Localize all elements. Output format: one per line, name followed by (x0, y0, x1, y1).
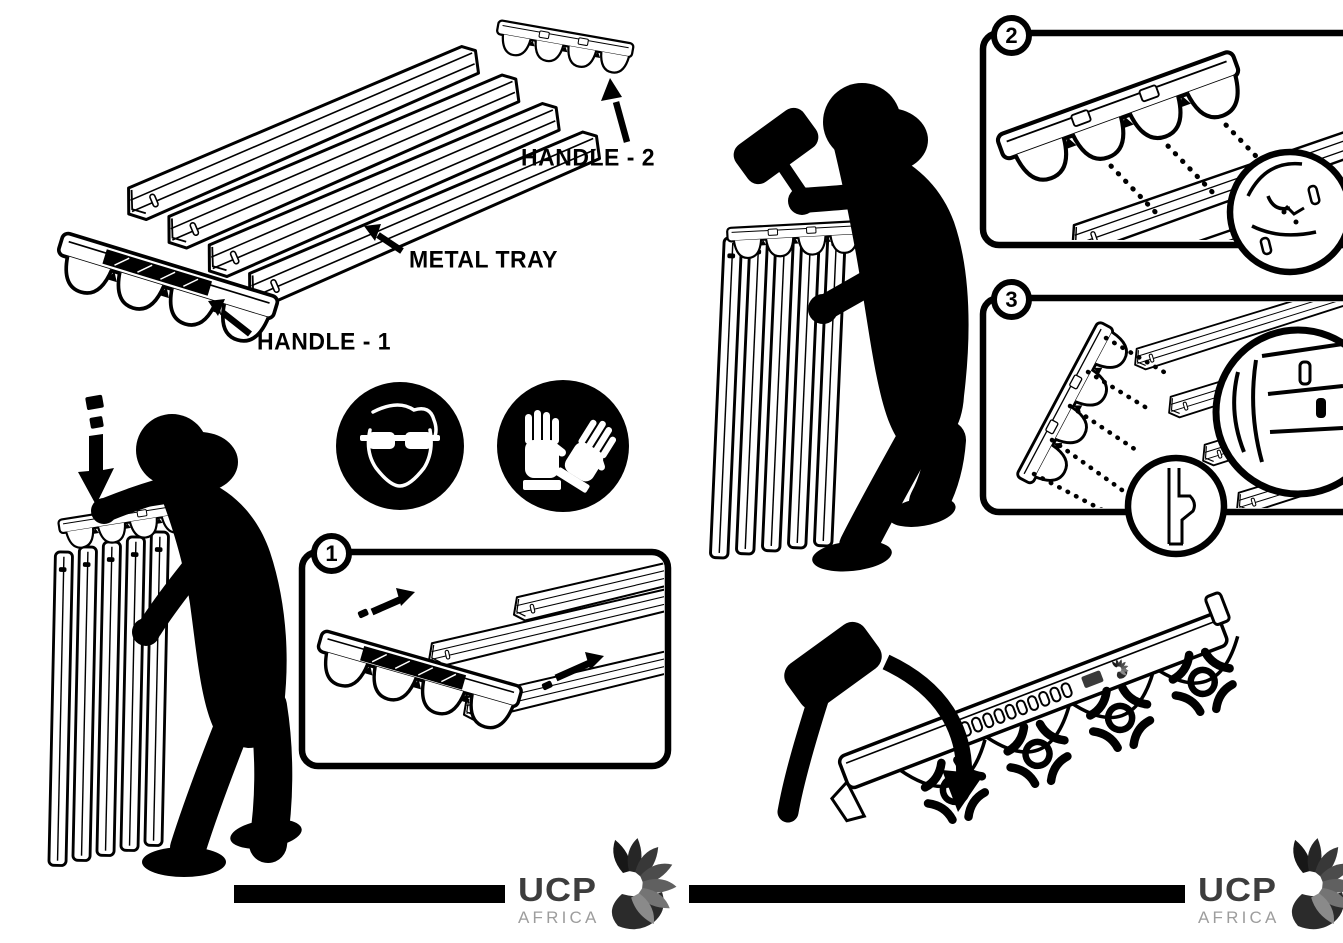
eye-protection-icon (336, 382, 464, 510)
vertical-tray-bundle-right (708, 224, 848, 560)
step-3-figure (979, 294, 1343, 558)
handle-1-label: HANDLE - 1 (257, 327, 392, 355)
step-2-badge: 2 (991, 15, 1032, 56)
protective-gloves-icon (497, 380, 629, 512)
step-1-number: 1 (325, 540, 338, 566)
step-2-number: 2 (1005, 22, 1018, 48)
step-1-figure (298, 548, 672, 770)
exploded-parts-view (46, 18, 635, 350)
handle-2-label: HANDLE - 2 (521, 143, 656, 171)
scene-hammer-clips (777, 591, 1263, 861)
step-3-number: 3 (1005, 286, 1018, 312)
vertical-tray-bundle-left (47, 530, 170, 868)
step-3-badge: 3 (991, 279, 1032, 320)
ucp-logo-text: UCP (518, 870, 598, 909)
magnifier-profile-circle (1124, 454, 1228, 558)
handle-2-part (492, 18, 635, 77)
footer-bar-right (689, 885, 1185, 903)
ucp-africa-logo-right: UCP AFRICA (1198, 872, 1280, 926)
ucp-logo-subtext: AFRICA (518, 908, 600, 927)
ucp-logo-subtext: AFRICA (1198, 908, 1280, 927)
worker-hammering-silhouette (788, 83, 969, 572)
scene-place-handle (47, 394, 302, 877)
rubber-mallet-icon-large (777, 621, 882, 823)
curved-hammer-arrow (882, 654, 984, 812)
worker-placing-silhouette (91, 414, 302, 877)
step-1-badge: 1 (311, 533, 352, 574)
ucp-logo-text: UCP (1198, 870, 1278, 909)
magnifier-detail-circle-step2 (1226, 148, 1343, 276)
footer-rule-bars (234, 885, 1185, 903)
ucp-africa-logo-mid: UCP AFRICA (518, 872, 600, 926)
slide-direction-arrows (357, 588, 604, 691)
step-1-frame (298, 548, 672, 770)
handle-vent-holes (948, 682, 1073, 742)
handle-1-part (46, 230, 281, 350)
safety-icons (336, 380, 629, 512)
rubber-mallet-icon (733, 107, 819, 207)
step-2-figure (979, 29, 1343, 276)
scene-hammer-handle (708, 83, 969, 572)
label-arrows (208, 78, 631, 337)
step-2-frame (979, 29, 1343, 249)
metal-tray-label: METAL TRAY (409, 245, 558, 273)
down-arrow-icon (78, 394, 114, 505)
footer-bar-left (234, 885, 505, 903)
magnifier-detail-circle-step3 (1212, 326, 1343, 498)
ucp-swirl-logo-right (1291, 836, 1343, 930)
ucp-swirl-logo-mid (611, 836, 678, 930)
ucp-imprint (1081, 670, 1104, 688)
